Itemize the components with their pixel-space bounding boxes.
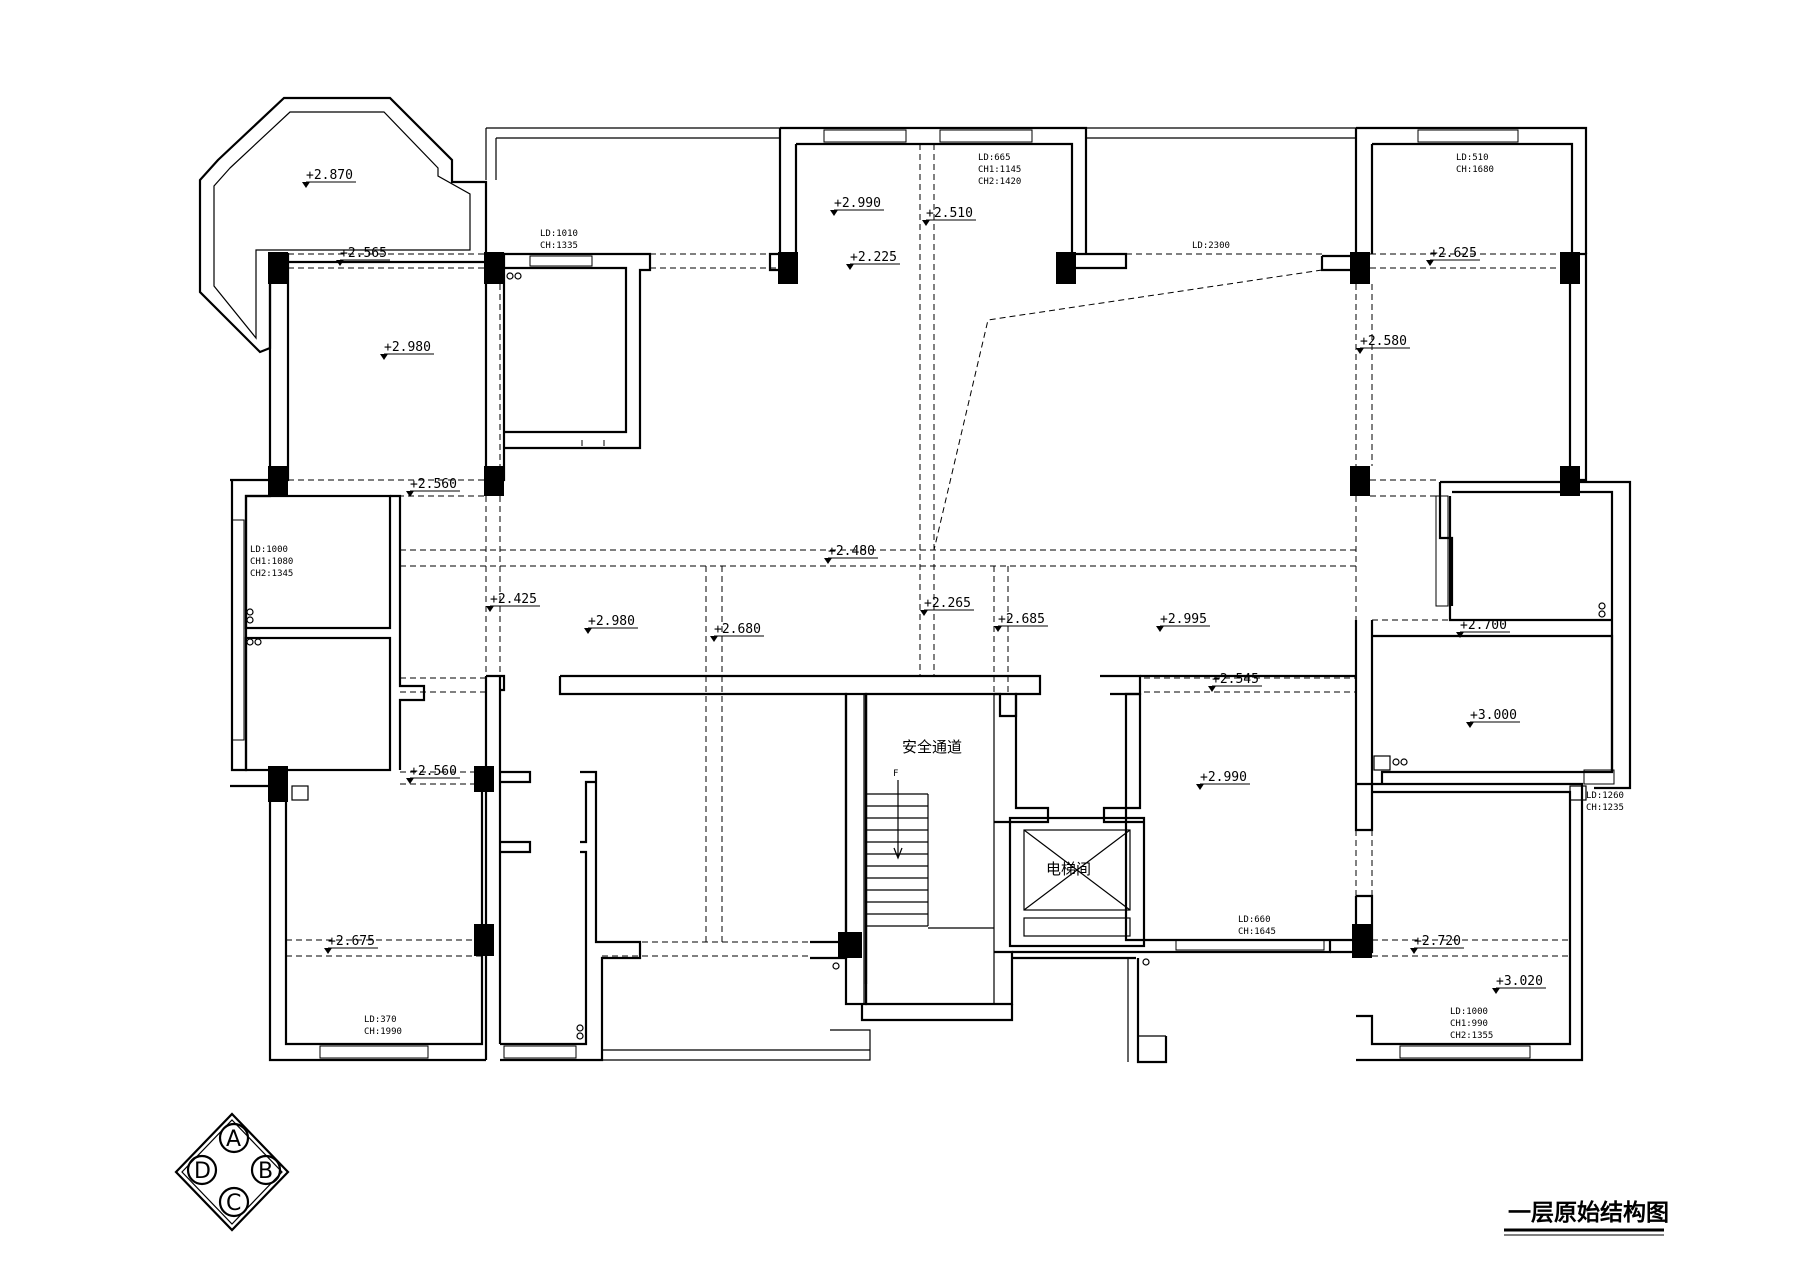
window-note-line: CH2:1420 xyxy=(978,177,1021,187)
elevation-marker-triangle xyxy=(584,628,592,634)
structural-walls xyxy=(198,96,1632,1064)
compass-circle-b xyxy=(250,1154,282,1186)
window-note-line: LD:2300 xyxy=(1192,241,1230,251)
elevation-marker-triangle xyxy=(406,491,414,497)
elevation-marker-triangle xyxy=(336,260,344,266)
window-note-line: LD:1000 xyxy=(250,545,288,555)
elevation-label: +2.560 xyxy=(410,477,457,492)
elevation-label: +2.675 xyxy=(328,934,375,949)
elevation-label: +2.990 xyxy=(834,196,881,211)
window-note-line: LD:370 xyxy=(364,1015,397,1025)
beam-lines xyxy=(286,144,1570,957)
compass-circle-a xyxy=(218,1122,250,1154)
elevation-marker-triangle xyxy=(302,182,310,188)
elevation-label: +3.000 xyxy=(1470,708,1517,723)
elevation-marker-triangle xyxy=(1492,988,1500,994)
compass-letter-a: A xyxy=(226,1127,241,1152)
window-note-line: LD:660 xyxy=(1238,915,1271,925)
elevation-label: +2.510 xyxy=(926,206,973,221)
elevation-marker-triangle xyxy=(846,264,854,270)
elevation-marker-triangle xyxy=(830,210,838,216)
elevation-marker-triangle xyxy=(1356,348,1364,354)
window-note-line: CH2:1355 xyxy=(1450,1031,1493,1041)
window-note-line: CH1:990 xyxy=(1450,1019,1488,1029)
window-note-line: LD:1010 xyxy=(540,229,578,239)
window-note-line: CH1:1145 xyxy=(978,165,1021,175)
elevation-marker-triangle xyxy=(324,948,332,954)
elevation-marker-triangle xyxy=(710,636,718,642)
elevation-label: +2.870 xyxy=(306,168,353,183)
window-panels xyxy=(231,129,1615,1059)
elevation-marker-triangle xyxy=(1426,260,1434,266)
compass-letter-d: D xyxy=(194,1159,211,1184)
elevation-marker-triangle xyxy=(486,606,494,612)
compass-circle-d xyxy=(186,1154,218,1186)
drawing-title: 一层原始结构图 xyxy=(1508,1199,1669,1226)
elevation-label: +2.545 xyxy=(1212,672,1259,687)
elevation-label: +2.980 xyxy=(384,340,431,355)
elevation-marker-triangle xyxy=(1456,632,1464,638)
elevation-marker-triangle xyxy=(1208,686,1216,692)
window-note-line: CH:1235 xyxy=(1586,803,1624,813)
elevation-marker-triangle xyxy=(994,626,1002,632)
elevation-label: +2.720 xyxy=(1414,934,1461,949)
elevation-marker-triangle xyxy=(1156,626,1164,632)
elevation-label: +2.560 xyxy=(410,764,457,779)
elevation-label: +2.700 xyxy=(1460,618,1507,633)
elevation-marker-triangle xyxy=(1466,722,1474,728)
stair-steps xyxy=(866,793,994,929)
elevation-label: +2.265 xyxy=(924,596,971,611)
elevation-label: +3.020 xyxy=(1496,974,1543,989)
window-note-line: CH:1645 xyxy=(1238,927,1276,937)
elevation-marker-triangle xyxy=(1196,784,1204,790)
window-note-line: LD:510 xyxy=(1456,153,1489,163)
window-note-line: CH1:1080 xyxy=(250,557,293,567)
elevation-markers: +2.870 +2.565 +2.980 +2.560 +2.990 +2.510 +2.2… xyxy=(302,168,1546,994)
window-note-line: LD:665 xyxy=(978,153,1011,163)
compass-letter-c: C xyxy=(226,1191,241,1216)
elevation-label: +2.990 xyxy=(1200,770,1247,785)
fixture-circles xyxy=(246,272,1606,1040)
elevation-marker-triangle xyxy=(922,220,930,226)
elevation-marker-triangle xyxy=(380,354,388,360)
compass-circle-c xyxy=(218,1186,250,1218)
structural-columns xyxy=(268,252,1580,958)
elevation-label: +2.425 xyxy=(490,592,537,607)
window-note-line: CH:1680 xyxy=(1456,165,1494,175)
elevation-label: +2.680 xyxy=(714,622,761,637)
elevation-label: +2.580 xyxy=(1360,334,1407,349)
elevation-marker-triangle xyxy=(406,778,414,784)
elevation-label: +2.980 xyxy=(588,614,635,629)
room-label-safety-passage: 安全通道 xyxy=(902,738,962,756)
elevation-label: +2.625 xyxy=(1430,246,1477,261)
elevation-label: +2.225 xyxy=(850,250,897,265)
elevation-marker-triangle xyxy=(1410,948,1418,954)
elevation-label: +2.995 xyxy=(1160,612,1207,627)
compass-letter-b: B xyxy=(258,1159,273,1184)
elevation-label: +2.685 xyxy=(998,612,1045,627)
elevation-label: +2.480 xyxy=(828,544,875,559)
compass-rose: A B C D xyxy=(174,1112,290,1232)
elevation-marker-triangle xyxy=(920,610,928,616)
window-note-line: CH:1335 xyxy=(540,241,578,251)
stair-down-mark: F xyxy=(893,769,898,779)
window-note-line: LD:1260 xyxy=(1586,791,1624,801)
elevation-marker-triangle xyxy=(824,558,832,564)
window-note-line: CH:1990 xyxy=(364,1027,402,1037)
elevation-label: +2.565 xyxy=(340,246,387,261)
window-note-line: CH2:1345 xyxy=(250,569,293,579)
room-label-elevator-room: 电梯间 xyxy=(1046,860,1091,878)
window-note-line: LD:1000 xyxy=(1450,1007,1488,1017)
